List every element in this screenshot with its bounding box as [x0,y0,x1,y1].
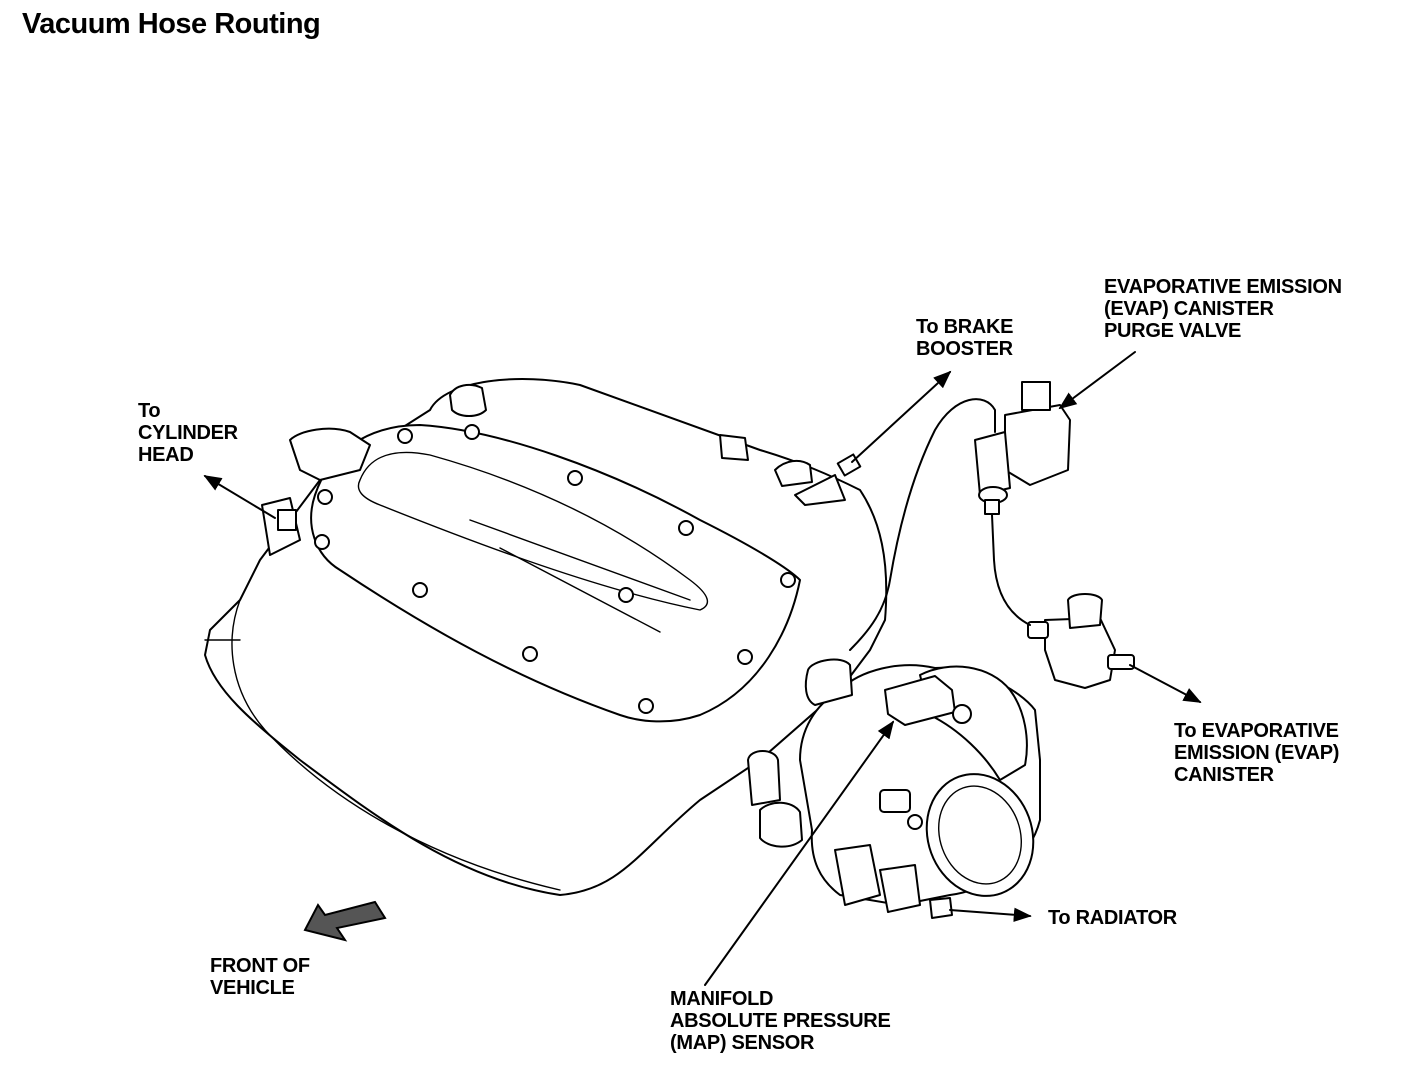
label-to-brake-booster: To BRAKE BOOSTER [916,316,1014,360]
label-front-of-vehicle: FRONT OF VEHICLE [210,955,310,999]
throttle-body [747,658,1041,919]
evap-check-valve [1027,593,1135,689]
diagram-title: Vacuum Hose Routing [22,8,321,40]
evap-purge-valve [974,381,1071,515]
label-evap-purge-valve: EVAPORATIVE EMISSION (EVAP) CANISTER PUR… [1104,276,1342,342]
leader-arrows [203,351,1202,986]
label-to-cylinder-head: To CYLINDER HEAD [138,400,238,466]
label-to-radiator: To RADIATOR [1048,907,1177,929]
vacuum-hoses [849,398,1031,651]
intake-manifold [204,378,888,896]
label-map-sensor: MANIFOLD ABSOLUTE PRESSURE (MAP) SENSOR [670,988,891,1054]
front-arrow-icon [303,900,387,942]
label-to-evap-canister: To EVAPORATIVE EMISSION (EVAP) CANISTER [1174,720,1340,786]
